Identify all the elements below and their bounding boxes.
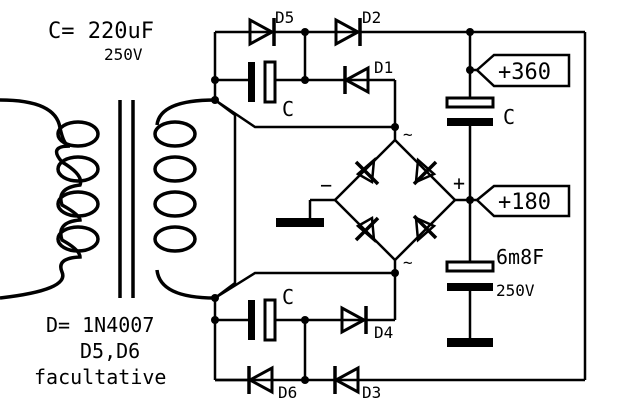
output-tag-mid xyxy=(470,184,571,218)
junction-dot xyxy=(211,76,219,84)
junction-dot xyxy=(466,28,474,36)
capacitor-right-lower-plate xyxy=(447,283,493,291)
label-cap-right-upper: C xyxy=(503,105,515,129)
diode-d2 xyxy=(305,17,470,47)
secondary-coil-3 xyxy=(153,190,197,218)
capacitor-right-lower-plate xyxy=(445,260,495,273)
label-cap-right-lower-voltage: 250V xyxy=(496,281,535,300)
label-d4: D4 xyxy=(374,323,393,342)
left-wiring xyxy=(211,30,395,382)
secondary-coil-1 xyxy=(153,120,197,148)
output-tag-high xyxy=(470,53,571,88)
output-label-mid: +180 xyxy=(498,190,551,215)
label-d3: D3 xyxy=(362,383,381,402)
cap-spec-line2: 250V xyxy=(104,45,143,64)
junction-dot xyxy=(211,294,219,302)
output-rail xyxy=(445,28,587,380)
capacitor-upper-left xyxy=(248,60,305,104)
junction-dot xyxy=(211,316,219,324)
label-cap-right-lower-value: 6m8F xyxy=(496,245,544,269)
junction-dot xyxy=(211,96,219,104)
output-label-high: +360 xyxy=(498,60,551,85)
diode-d4 xyxy=(305,273,397,335)
ground-symbol xyxy=(276,218,324,227)
secondary-coil-4 xyxy=(153,225,197,253)
primary-coil-2 xyxy=(56,155,100,183)
diode-d1 xyxy=(305,65,397,127)
capacitor-lower-left xyxy=(248,298,305,342)
ground-symbol xyxy=(447,338,493,347)
primary-coil-1 xyxy=(56,120,100,148)
secondary-winding xyxy=(155,98,216,300)
primary-coil-3 xyxy=(56,190,100,218)
diode-d5 xyxy=(248,17,305,47)
label-d5: D5 xyxy=(275,8,294,27)
label-bridge-ac-bottom: ~ xyxy=(403,253,413,272)
cap-spec-line1: C= 220uF xyxy=(48,19,154,44)
label-bridge-minus: − xyxy=(320,173,332,197)
bridge-rectifier xyxy=(276,127,474,273)
diode-d6 xyxy=(215,365,305,395)
transformer xyxy=(0,98,216,300)
diode-note-line2: D5,D6 xyxy=(80,339,140,363)
label-bridge-plus: + xyxy=(453,171,465,195)
capacitor-right-upper-plate xyxy=(447,118,493,126)
label-cap-upper-left: C xyxy=(282,97,294,121)
capacitor-right-upper-plate xyxy=(445,96,495,109)
diode-d3 xyxy=(305,365,585,395)
label-d2: D2 xyxy=(362,8,381,27)
primary-coil-4 xyxy=(56,225,100,253)
diode-note-line1: D= 1N4007 xyxy=(46,313,154,337)
label-d6: D6 xyxy=(278,383,297,402)
label-cap-lower-left: C xyxy=(282,285,294,309)
primary-winding xyxy=(0,98,83,300)
label-d1: D1 xyxy=(374,58,393,77)
diode-note-line3: facultative xyxy=(34,365,166,389)
label-bridge-ac-top: ~ xyxy=(403,125,413,144)
secondary-coil-2 xyxy=(153,155,197,183)
